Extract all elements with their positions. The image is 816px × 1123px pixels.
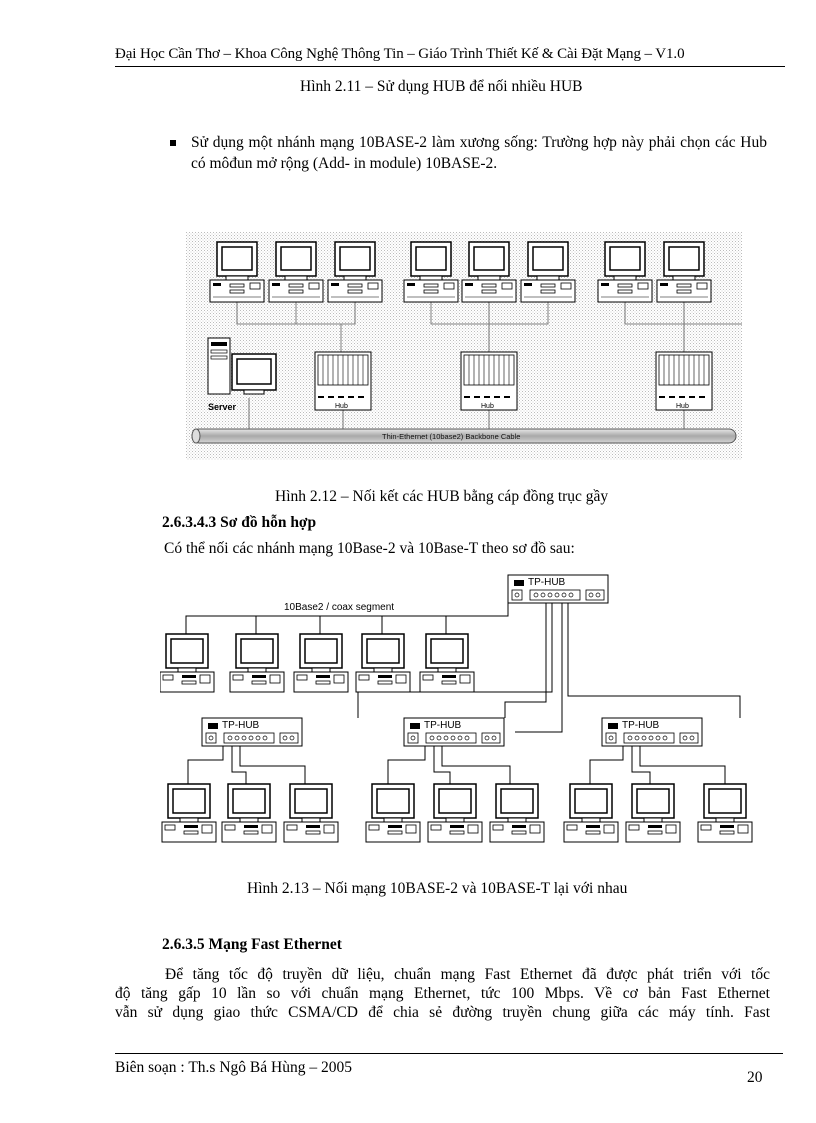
tp-hub-label: TP-HUB: [222, 720, 260, 731]
workstation-icon: [327, 241, 383, 303]
backbone-cable: [191, 428, 737, 444]
figure-2-12-caption: Hình 2.12 – Nối kết các HUB bằng cáp đồn…: [275, 488, 609, 505]
section-heading-2-6-3-4-3: 2.6.3.4.3 Sơ đồ hỗn hợp: [162, 514, 317, 531]
workstation-icon: [221, 783, 277, 843]
workstation-icon: [427, 783, 483, 843]
coax-segment-label: 10Base2 / coax segment: [284, 602, 394, 613]
workstation-icon: [161, 783, 217, 843]
paragraph-line: vẫn sử dụng giao thức CSMA/CD để chia sẻ…: [115, 1004, 770, 1021]
workstation-icon: [597, 241, 653, 303]
cable-label: Thin-Ethernet (10base2) Backbone Cable: [382, 432, 520, 441]
workstation-icon: [293, 633, 349, 693]
figure-2-11-caption: Hình 2.11 – Sử dụng HUB để nối nhiều HUB: [300, 78, 583, 95]
workstation-icon: [283, 783, 339, 843]
paragraph-line: Để tăng tốc độ truyền dữ liệu, chuẩn mạn…: [165, 966, 770, 983]
workstation-icon: [625, 783, 681, 843]
bullet-text: Sử dụng một nhánh mạng 10BASE-2 làm xươn…: [191, 134, 767, 172]
figure-2-13-diagram: TP-HUB 10Base2 / coax segment TP-HUB TP-…: [160, 574, 753, 843]
hub-icon: [655, 351, 713, 411]
page-number: 20: [747, 1069, 763, 1086]
footer-author: Biên soạn : Th.s Ngô Bá Hùng – 2005: [115, 1059, 352, 1076]
workstation-icon: [160, 633, 215, 693]
workstation-icon: [520, 241, 576, 303]
running-header: Đại Học Cần Thơ – Khoa Công Nghệ Thông T…: [115, 46, 685, 62]
tp-hub-label: TP-HUB: [424, 720, 462, 731]
workstation-icon: [656, 241, 712, 303]
workstation-icon: [563, 783, 619, 843]
fast-ethernet-paragraph: Để tăng tốc độ truyền dữ liệu, chuẩn mạn…: [115, 965, 770, 1022]
workstation-icon: [419, 633, 475, 693]
figure-2-13-caption: Hình 2.13 – Nối mạng 10BASE-2 và 10BASE-…: [247, 880, 628, 897]
header-divider: [115, 66, 785, 67]
hub-icon: [314, 351, 372, 411]
tp-hub-label: TP-HUB: [528, 577, 566, 588]
hub-label: Hub: [335, 403, 348, 410]
server-label: Server: [208, 402, 237, 412]
workstation-icon: [365, 783, 421, 843]
section-intro: Có thể nối các nhánh mạng 10Base-2 và 10…: [164, 540, 575, 557]
workstation-icon: [229, 633, 285, 693]
paragraph-line: độ tăng gấp 10 lần so với chuẩn mạng Eth…: [115, 985, 770, 1002]
workstation-icon: [209, 241, 265, 303]
figure-2-12-diagram: Server Hub Hub Hub Thin-Ethernet (10base…: [186, 232, 742, 460]
server-icon: [207, 337, 277, 395]
hub-label: Hub: [676, 403, 689, 410]
workstation-icon: [355, 633, 411, 693]
hub-label: Hub: [481, 403, 494, 410]
workstation-icon: [697, 783, 753, 843]
workstation-icon: [268, 241, 324, 303]
hub-icon: [460, 351, 518, 411]
section-heading-2-6-3-5: 2.6.3.5 Mạng Fast Ethernet: [162, 936, 342, 953]
workstation-icon: [403, 241, 459, 303]
footer-divider: [115, 1053, 783, 1054]
workstation-icon: [489, 783, 545, 843]
tp-hub-label: TP-HUB: [622, 720, 660, 731]
bullet-marker: [170, 140, 176, 146]
workstation-icon: [461, 241, 517, 303]
